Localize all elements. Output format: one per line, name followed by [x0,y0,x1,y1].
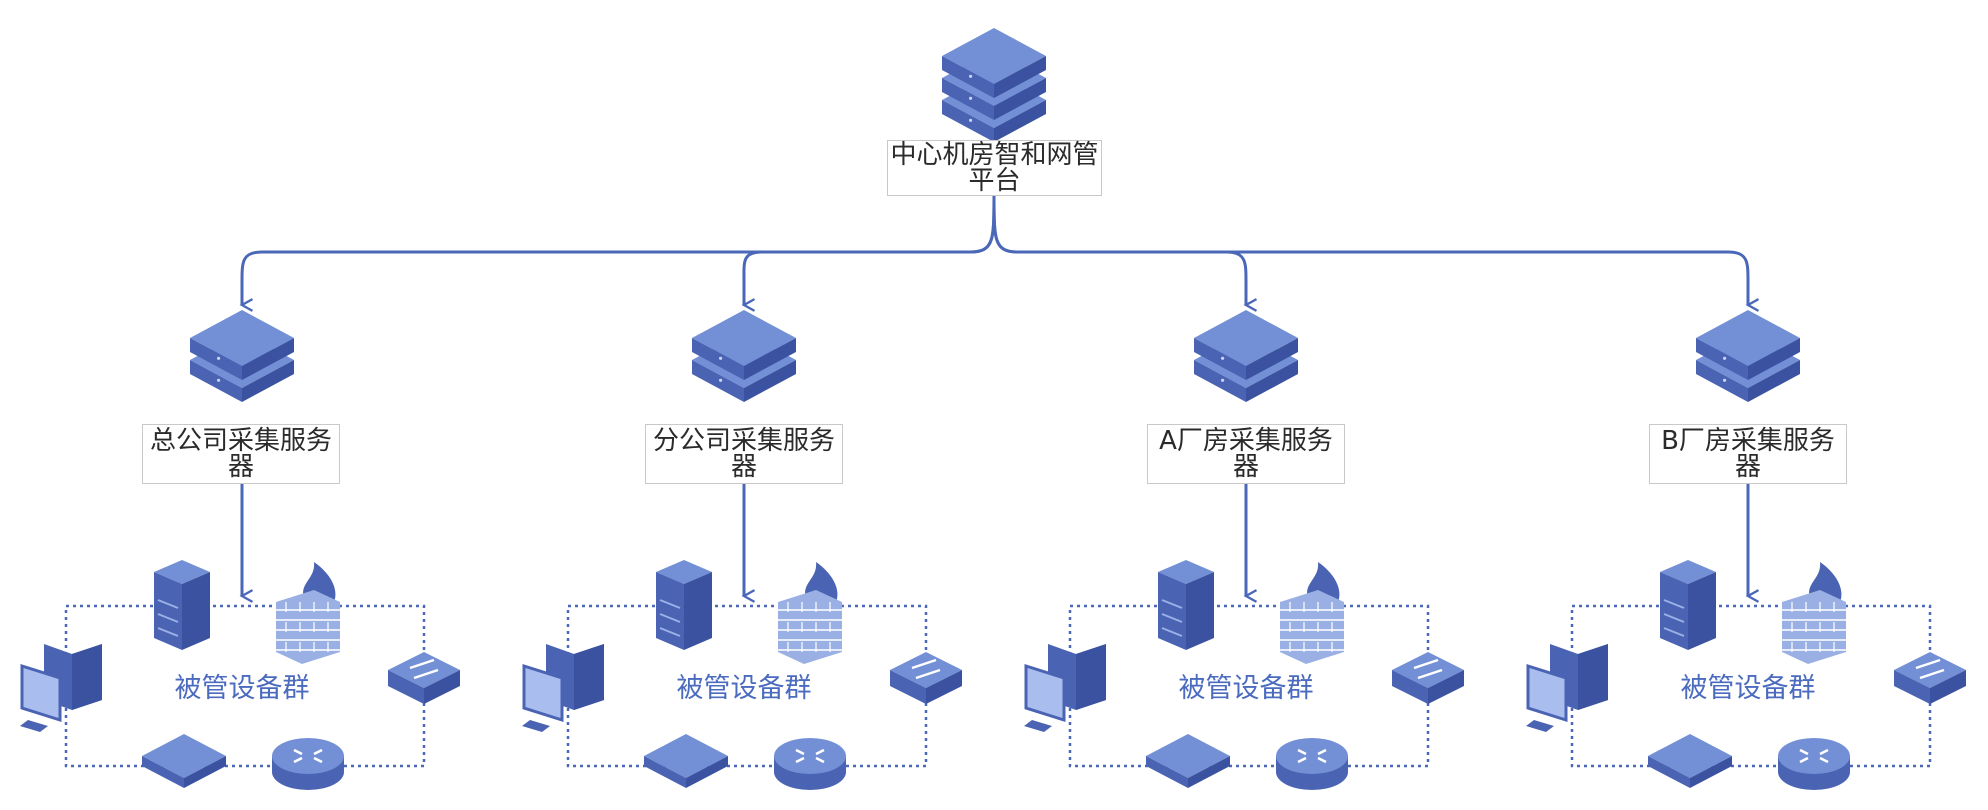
connector-to-branch-1 [242,194,996,305]
group-4-router-icon [1778,738,1850,790]
branch-4-label: B厂房采集服务 器 [1649,424,1847,484]
branch-1-label-line2: 器 [227,452,254,482]
group-3-router-icon [1276,738,1348,790]
group-4-hub-icon [1648,734,1732,788]
group-1-tower-server-icon [154,560,210,650]
connector-to-branch-3 [992,194,1246,305]
group-3-desktop-computer-icon [1024,644,1106,732]
branch-3-label-line1: A厂房采集服务 [1159,426,1333,456]
group-2-firewall-icon [778,562,842,664]
branch-2-label-line1: 分公司采集服务 [652,426,835,456]
branch-1-label: 总公司采集服务 器 [142,424,340,484]
connector-to-branch-2 [744,194,996,305]
root-label-line1: 中心机房智和网管 [890,140,1099,170]
branch-3-server-icon [1194,310,1298,402]
group-2-tower-server-icon [656,560,712,650]
group-2-hub-icon [644,734,728,788]
branch-4-label-line1: B厂房采集服务 [1661,426,1835,456]
root-node-label: 中心机房智和网管 平台 [887,140,1102,196]
group-3-switch-icon [1392,652,1464,704]
group-1-switch-icon [388,652,460,704]
branch-2-server-icon [692,310,796,402]
group-3-hub-icon [1146,734,1230,788]
group-3-tower-server-icon [1158,560,1214,650]
group-1-router-icon [272,738,344,790]
group-2-desktop-computer-icon [522,644,604,732]
connector-to-branch-4 [992,194,1748,305]
group-4-switch-icon [1894,652,1966,704]
branch-2-label-line2: 器 [730,452,757,482]
group-1-firewall-icon [276,562,340,664]
branch-2-label: 分公司采集服务 器 [645,424,843,484]
group-1-desktop-computer-icon [20,644,102,732]
root-server-stack-icon [942,28,1046,142]
group-4-desktop-computer-icon [1526,644,1608,732]
group-3-firewall-icon [1280,562,1344,664]
device-group-1-label: 被管设备群 [174,673,310,704]
group-2-router-icon [774,738,846,790]
group-4-firewall-icon [1782,562,1846,664]
branch-3-label: A厂房采集服务 器 [1147,424,1345,484]
device-group-2-label: 被管设备群 [676,673,812,704]
branch-3-label-line2: 器 [1232,452,1259,482]
device-group-3-label: 被管设备群 [1178,673,1314,704]
root-label-line2: 平台 [968,166,1021,196]
group-4-tower-server-icon [1660,560,1716,650]
group-1-hub-icon [142,734,226,788]
branch-4-label-line2: 器 [1734,452,1761,482]
branch-4-server-icon [1696,310,1800,402]
branch-1-server-icon [190,310,294,402]
branch-1-label-line1: 总公司采集服务 [149,426,332,456]
device-group-4-label: 被管设备群 [1680,673,1816,704]
group-2-switch-icon [890,652,962,704]
